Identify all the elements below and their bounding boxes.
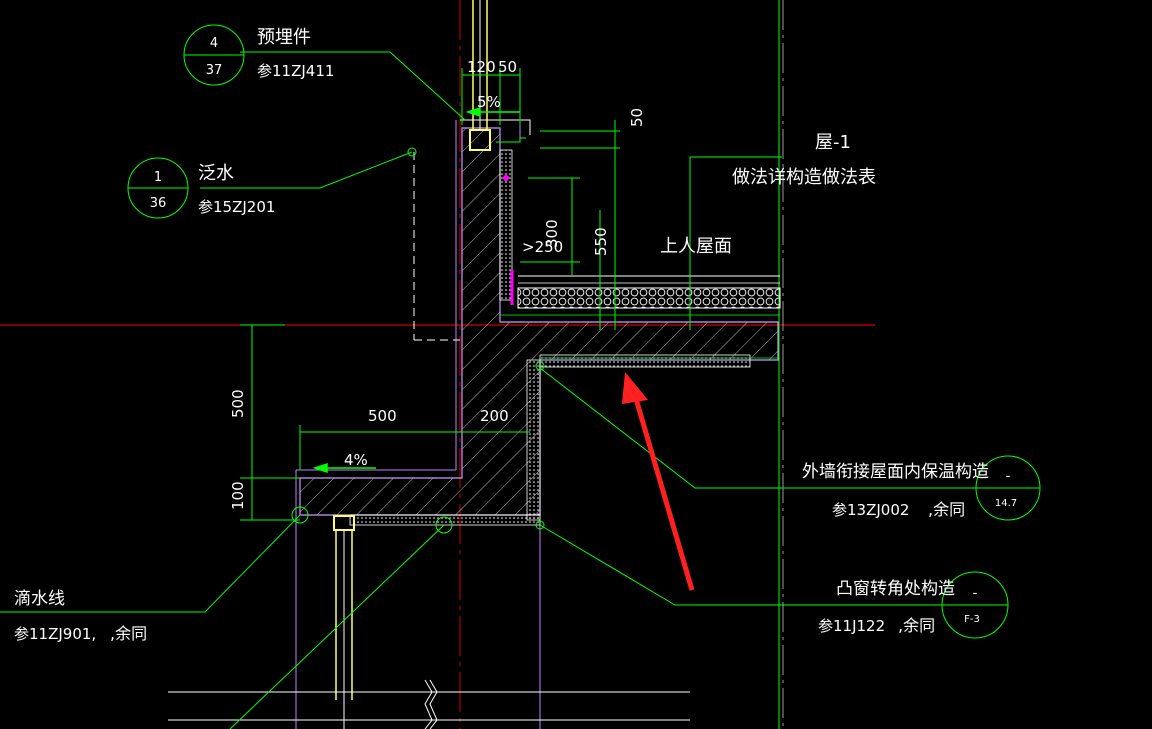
dim-slope-top: 5% — [477, 93, 501, 111]
dim-200: 200 — [480, 407, 509, 425]
dim-500-vertical: 500 — [229, 389, 247, 418]
callout-flashing-sheet: 36 — [150, 196, 167, 211]
dim-300: 300 — [543, 219, 561, 248]
red-annotation-arrow — [622, 372, 695, 591]
roof-tag-line1: 屋-1 — [815, 132, 851, 153]
dim-250: >250 — [522, 238, 563, 256]
callout-embed-number: 4 — [210, 36, 218, 51]
callout-bay-number: - — [973, 586, 978, 601]
callout-flashing-ref: 参15ZJ201 — [198, 198, 275, 216]
leader-dots — [291, 147, 545, 534]
dim-500-horizontal: 500 — [368, 407, 397, 425]
callout-bay-suffix: ,余同 — [898, 616, 935, 635]
callout-bay-ref: 参11J122 — [818, 617, 885, 635]
callout-texts: 预埋件 参11ZJ411 泛水 参15ZJ201 屋-1 做法详构造做法表 上人… — [14, 27, 989, 643]
callout-drip-title: 滴水线 — [14, 589, 65, 609]
callout-drip-suffix: ,余同 — [110, 624, 147, 643]
roof-tag-line2: 做法详构造做法表 — [732, 167, 876, 188]
callout-flashing-number: 1 — [154, 170, 162, 185]
roof-label: 上人屋面 — [660, 236, 732, 257]
callout-embed-ref: 参11ZJ411 — [257, 62, 334, 80]
callout-embed-title: 预埋件 — [257, 27, 311, 48]
callout-embed-sheet: 37 — [206, 63, 223, 78]
insulation-layers — [349, 137, 781, 526]
callout-insulation-suffix: ,余同 — [928, 500, 965, 519]
frames — [168, 0, 690, 729]
dim-100: 100 — [229, 481, 247, 510]
dimension-texts: 120 50 5% 50 300 >250 550 500 100 500 20… — [229, 58, 646, 510]
dim-120: 120 — [467, 58, 496, 76]
leader-lines — [0, 51, 1000, 729]
callout-flashing-title: 泛水 — [198, 163, 234, 184]
callout-insulation-number: - — [1006, 469, 1011, 484]
slope-arrows — [312, 106, 520, 474]
callout-bay-sheet: F-3 — [964, 614, 980, 625]
callout-insulation-sheet: 14.7 — [995, 498, 1017, 509]
dimension-lines — [240, 68, 782, 521]
callout-insulation-ref: 参13ZJ002 — [832, 501, 909, 519]
callout-bubble-embed: 4 37 — [183, 24, 245, 86]
dashed-guides — [413, 152, 460, 341]
callout-bubble-insulation: - 14.7 — [975, 455, 1041, 521]
dim-slope-bottom: 4% — [344, 451, 368, 469]
dim-50-b: 50 — [628, 108, 646, 127]
dim-50-a: 50 — [498, 58, 517, 76]
callout-bubble-bay: - F-3 — [941, 571, 1009, 639]
callout-bubble-flashing: 1 36 — [127, 157, 189, 219]
callout-insulation-title: 外墙衔接屋面内保温构造 — [802, 462, 989, 482]
callout-drip-ref: 参11ZJ901, — [14, 625, 96, 643]
dim-550: 550 — [592, 227, 610, 256]
callout-bay-title: 凸窗转角处构造 — [836, 579, 955, 599]
